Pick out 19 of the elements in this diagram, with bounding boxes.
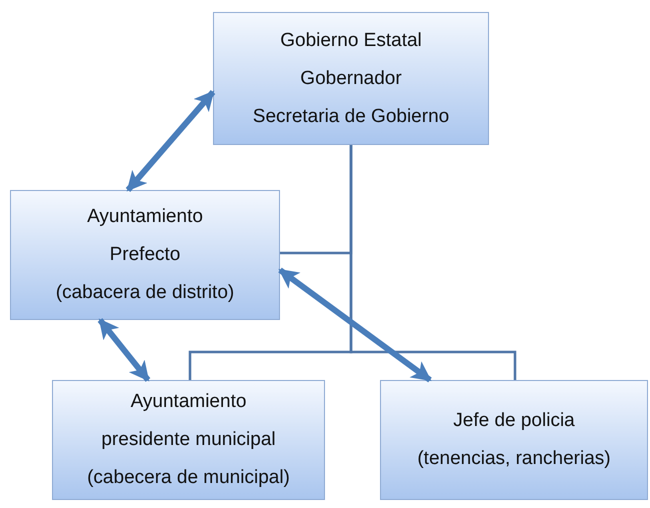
box-text: Jefe de policia [453, 409, 575, 433]
box-text: Gobierno Estatal [280, 28, 422, 52]
org-box [213, 12, 489, 145]
box-text: Prefecto [110, 243, 180, 267]
box-text: Gobernador [300, 66, 402, 90]
connector-line [350, 145, 516, 380]
org-box [10, 190, 280, 320]
box-text: Ayuntamiento [87, 205, 203, 229]
box-text: (cabacera de distrito) [56, 281, 234, 305]
org-box [52, 380, 325, 500]
box-text: presidente municipal [101, 428, 276, 452]
double-arrow [126, 90, 216, 192]
box-text: (tenencias, rancherias) [417, 447, 611, 471]
box-text: Secretaria de Gobierno [252, 104, 450, 128]
org-box [380, 380, 648, 500]
double-arrow [98, 318, 150, 382]
double-arrow [278, 268, 432, 382]
box-text: (cabecera de municipal) [87, 466, 290, 490]
box-text: Ayuntamiento [130, 390, 246, 414]
